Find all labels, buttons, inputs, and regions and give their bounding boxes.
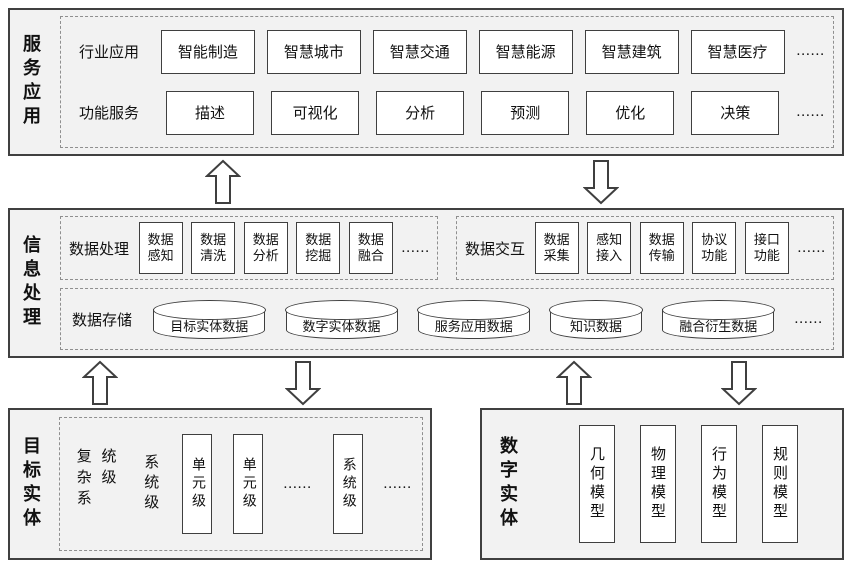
- physics-model-box: 物理模型: [639, 425, 676, 543]
- geometry-model-box: 几何模型: [578, 425, 615, 543]
- interaction-box: 接口功能: [744, 222, 789, 274]
- processing-box: 数据融合: [348, 222, 393, 274]
- up-arrow-icon: [82, 360, 118, 405]
- model-text: 几何模型: [588, 446, 604, 522]
- industry-app-box: 智慧城市: [266, 29, 361, 74]
- interaction-box: 数据采集: [534, 222, 579, 274]
- system-level-text: 系统级: [340, 457, 356, 511]
- down-arrow-icon: [285, 361, 321, 406]
- database-cylinder: 数字实体数据: [284, 300, 399, 339]
- processing-box: 数据挖掘: [296, 222, 341, 274]
- database-label: 数字实体数据: [302, 319, 381, 334]
- digital-models-row: 几何模型 物理模型 行为模型 规则模型: [534, 410, 842, 558]
- data-interaction-group: 数据交互 数据采集 感知接入 数据传输 协议功能 接口功能 ......: [456, 216, 834, 280]
- database-label: 服务应用数据: [434, 319, 513, 334]
- digital-layer-title-col: 数字实体: [482, 410, 534, 558]
- function-box: 预测: [481, 90, 570, 135]
- info-layer-title: 信息处理: [21, 235, 41, 331]
- down-arrow-icon: [721, 361, 757, 406]
- function-services-label: 功能服务: [78, 106, 139, 122]
- target-layer-title: 目标实体: [21, 436, 41, 532]
- up-arrow-icon: [556, 360, 592, 405]
- ellipsis: ......: [401, 239, 430, 256]
- database-cylinder: 融合衍生数据: [661, 300, 775, 339]
- interaction-box: 协议功能: [692, 222, 737, 274]
- data-processing-label: 数据处理: [68, 241, 129, 258]
- ellipsis: ......: [283, 475, 312, 492]
- industry-app-box: 智慧建筑: [584, 29, 679, 74]
- processing-box: 数据分析: [243, 222, 288, 274]
- system-level-box: 系统级: [332, 434, 363, 534]
- industry-app-box: 智慧医疗: [690, 29, 785, 74]
- database-cylinder: 服务应用数据: [417, 300, 531, 339]
- ellipsis: ......: [794, 310, 823, 327]
- processing-box: 数据感知: [138, 222, 183, 274]
- function-box: 决策: [691, 90, 780, 135]
- service-dashed-group: 行业应用 智能制造 智慧城市 智慧交通 智慧能源 智慧建筑 智慧医疗 .....…: [60, 16, 834, 148]
- down-arrow-icon: [583, 160, 619, 205]
- service-layer-title: 服务应用: [21, 34, 41, 130]
- processing-box: 数据清洗: [191, 222, 236, 274]
- service-layer-title-col: 服务应用: [10, 10, 52, 154]
- database-label: 目标实体数据: [170, 319, 249, 334]
- service-layer-content: 行业应用 智能制造 智慧城市 智慧交通 智慧能源 智慧建筑 智慧医疗 .....…: [60, 16, 834, 148]
- database-cylinder: 目标实体数据: [152, 300, 266, 339]
- complex-system-level-label: 复杂系统级: [74, 448, 116, 511]
- industry-apps-row: 行业应用 智能制造 智慧城市 智慧交通 智慧能源 智慧建筑 智慧医疗 .....…: [69, 29, 825, 74]
- ellipsis: ......: [796, 104, 825, 120]
- industry-app-box: 智慧能源: [478, 29, 573, 74]
- industry-app-box: 智慧交通: [372, 29, 467, 74]
- unit-level-text: 单元级: [190, 457, 205, 511]
- industry-app-box: 智能制造: [160, 29, 255, 74]
- interaction-box: 数据传输: [639, 222, 684, 274]
- function-box: 优化: [586, 90, 675, 135]
- function-box: 分析: [376, 90, 465, 135]
- ellipsis: ......: [797, 239, 826, 256]
- target-layer-title-col: 目标实体: [10, 410, 52, 558]
- data-storage-group: 数据存储 目标实体数据 数字实体数据 服务应用数据 知识数据 融合衍生数据 ..…: [60, 288, 834, 350]
- function-box: 可视化: [271, 90, 360, 135]
- data-interaction-label: 数据交互: [464, 241, 525, 258]
- industry-apps-label: 行业应用: [78, 45, 139, 61]
- database-cylinder: 知识数据: [549, 300, 643, 339]
- database-label: 融合衍生数据: [679, 319, 758, 334]
- unit-level-text: 单元级: [240, 457, 256, 511]
- function-services-row: 功能服务 描述 可视化 分析 预测 优化 决策 ......: [69, 90, 825, 135]
- interaction-box: 感知接入: [587, 222, 632, 274]
- ellipsis: ......: [383, 475, 412, 492]
- model-text: 行为模型: [710, 446, 726, 522]
- info-layer-content: 数据处理 数据感知 数据清洗 数据分析 数据挖掘 数据融合 ...... 数据交…: [60, 216, 834, 350]
- data-processing-group: 数据处理 数据感知 数据清洗 数据分析 数据挖掘 数据融合 ......: [60, 216, 438, 280]
- rule-model-box: 规则模型: [761, 425, 798, 543]
- information-processing-layer: 信息处理 数据处理 数据感知 数据清洗 数据分析 数据挖掘 数据融合 .....…: [8, 208, 844, 358]
- up-arrow-icon: [205, 159, 241, 204]
- system-level-label: 系统级: [142, 454, 159, 514]
- model-text: 规则模型: [771, 446, 787, 522]
- model-text: 物理模型: [649, 446, 665, 522]
- digital-entity-layer: 数字实体 几何模型 物理模型 行为模型 规则模型: [480, 408, 844, 560]
- unit-level-box: 单元级: [232, 434, 263, 534]
- digital-layer-title: 数字实体: [498, 436, 518, 532]
- unit-level-box: 单元级: [182, 434, 212, 534]
- target-entity-layer: 目标实体 复杂系统级 系统级 单元级 单元级 ...... 系统级 ......: [8, 408, 432, 560]
- behavior-model-box: 行为模型: [700, 425, 737, 543]
- database-label: 知识数据: [569, 319, 622, 334]
- function-box: 描述: [166, 90, 255, 135]
- info-top-row: 数据处理 数据感知 数据清洗 数据分析 数据挖掘 数据融合 ...... 数据交…: [60, 216, 834, 280]
- target-dashed-group: 复杂系统级 系统级 单元级 单元级 ...... 系统级 ......: [59, 417, 423, 551]
- ellipsis: ......: [796, 43, 825, 59]
- service-application-layer: 服务应用 行业应用 智能制造 智慧城市 智慧交通 智慧能源 智慧建筑 智慧医疗 …: [8, 8, 844, 156]
- info-layer-title-col: 信息处理: [10, 210, 52, 356]
- data-storage-label: 数据存储: [71, 312, 132, 329]
